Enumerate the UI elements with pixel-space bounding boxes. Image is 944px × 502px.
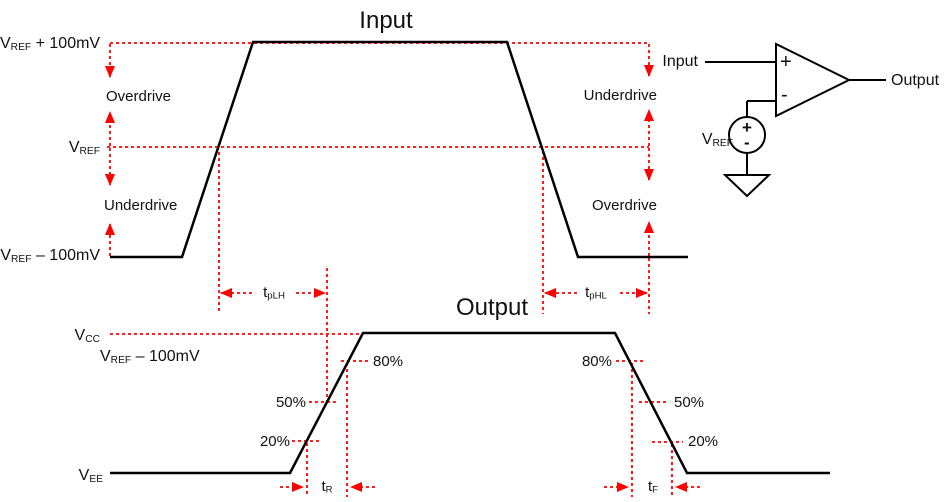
schematic-input-label: Input [662,53,698,70]
vref-sub: REF [79,145,100,157]
output-waveform [110,331,830,475]
tr-label: tR [314,478,340,497]
tplh-sub: pLH [267,290,285,302]
underdrive-left-label: Underdrive [104,197,178,214]
source-minus-sign: - [744,133,750,152]
comparator-triangle [775,42,852,118]
vref-minus-100mv-output-label: VREF – 100mV [100,347,200,368]
vee-sub: EE [89,473,103,485]
rise-50-label: 50% [275,394,306,411]
tr-sub: R [325,484,333,496]
vref-minus-out-base: V [100,348,111,365]
tf-sub: F [652,484,659,496]
fall-50-label: 50% [674,394,705,411]
vref-minus-100mv-input-label: VREF – 100mV [0,246,100,267]
fall-80-label: 80% [581,353,612,370]
vref-minus-out-rest: – 100mV [131,348,200,365]
tphl-base: t [585,284,590,301]
input-title: Input [359,7,413,34]
vref-plus-100mv-label: VREF + 100mV [0,34,100,55]
tplh-label: tpLH [248,284,300,303]
ground-symbol [722,174,772,198]
vee-base: V [78,467,90,484]
comparator-plus-sign: + [780,51,792,73]
vref-plus-rest: + 100mV [31,35,101,52]
schematic-vref-label: VREF [693,130,733,151]
output-title: Output [455,294,529,321]
comparator-schematic [705,42,886,198]
schematic-vref-sub: REF [712,137,733,149]
overdrive-left-label: Overdrive [106,88,172,105]
tplh-base: t [263,284,268,301]
tphl-sub: pHL [589,290,607,302]
vref-minus-rest: – 100mV [31,247,100,264]
input-waveform [110,40,688,259]
comparator-minus-sign: - [781,84,788,106]
vcc-sub: CC [85,333,100,345]
vref-minus-sub: REF [11,253,32,265]
rise-20-label: 20% [259,433,290,450]
vcc-base: V [74,327,86,344]
source-plus-sign: + [742,118,752,137]
vref-plus-base: V [0,35,11,52]
tf-base: t [647,478,653,495]
vref-label: VREF [40,138,100,159]
vref-plus-sub: REF [10,41,32,53]
schematic-vref-base: V [701,131,713,148]
tphl-label: tpHL [570,284,622,303]
fall-20-label: 20% [688,433,719,450]
vref-minus-base: V [0,247,12,264]
overdrive-right-label: Overdrive [591,197,657,214]
rise-80-label: 80% [373,353,404,370]
vref-base: V [68,139,80,156]
vcc-label: VCC [60,326,100,347]
underdrive-right-label: Underdrive [583,87,657,104]
schematic-output-label: Output [891,72,940,89]
tf-label: tF [640,478,666,497]
vref-minus-out-sub: REF [110,354,132,366]
tr-base: t [321,478,326,495]
vee-label: VEE [63,466,103,487]
